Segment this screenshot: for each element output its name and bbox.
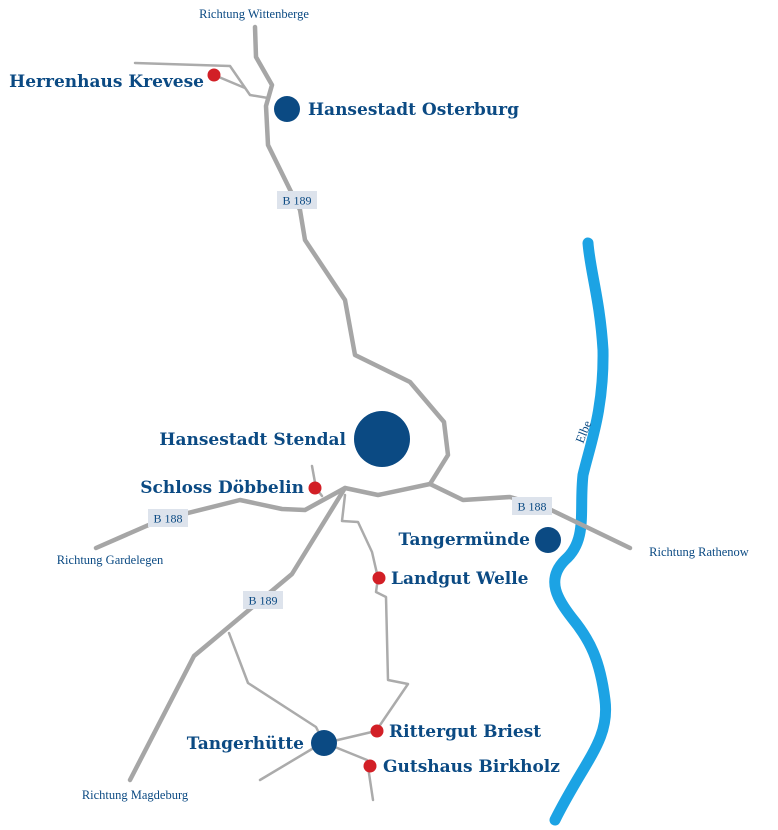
shield-b188-east: B 188 bbox=[512, 497, 552, 515]
direction-rathenow: Richtung Rathenow bbox=[649, 545, 749, 559]
tangermuende-marker[interactable] bbox=[535, 527, 561, 553]
road-b189-south bbox=[127, 481, 433, 783]
krevese-label[interactable]: Herrenhaus Krevese bbox=[9, 72, 204, 92]
road-tangerhuette-se bbox=[323, 741, 375, 802]
birkholz-label[interactable]: Gutshaus Birkholz bbox=[383, 757, 560, 777]
direction-magdeburg: Richtung Magdeburg bbox=[82, 788, 189, 802]
tangerhuette-marker[interactable] bbox=[311, 730, 337, 756]
shield-b189-north: B 189 bbox=[277, 191, 317, 209]
shield-b189-south-label: B 189 bbox=[248, 594, 277, 608]
welle-marker[interactable] bbox=[372, 571, 386, 585]
briest-marker[interactable] bbox=[370, 724, 384, 738]
major-roads bbox=[93, 24, 633, 783]
welle-label[interactable]: Landgut Welle bbox=[391, 569, 529, 589]
doebbelin-label[interactable]: Schloss Döbbelin bbox=[140, 478, 304, 498]
road-tangerhuette-sw bbox=[258, 741, 324, 782]
minor-roads bbox=[133, 61, 410, 802]
briest-label[interactable]: Rittergut Briest bbox=[389, 722, 541, 742]
tangermuende-label[interactable]: Tangermünde bbox=[399, 530, 531, 550]
road-tangerhuette-west bbox=[227, 631, 326, 745]
road-b188-east bbox=[427, 481, 633, 551]
krevese-marker[interactable] bbox=[207, 68, 221, 82]
doebbelin-marker[interactable] bbox=[308, 481, 322, 495]
road-krevese-a bbox=[133, 61, 270, 100]
elbe-river bbox=[549, 237, 612, 826]
shield-b188-west: B 188 bbox=[148, 509, 188, 527]
road-b189-north bbox=[252, 24, 451, 487]
stendal-label[interactable]: Hansestadt Stendal bbox=[159, 430, 346, 450]
osterburg-marker[interactable] bbox=[274, 96, 300, 122]
stendal-marker[interactable] bbox=[354, 411, 410, 467]
shield-b188-east-label: B 188 bbox=[517, 500, 546, 514]
osterburg-label[interactable]: Hansestadt Osterburg bbox=[308, 100, 519, 120]
direction-gardelegen: Richtung Gardelegen bbox=[57, 553, 164, 567]
shield-b189-south: B 189 bbox=[243, 591, 283, 609]
direction-wittenberge: Richtung Wittenberge bbox=[199, 7, 309, 21]
tangerhuette-label[interactable]: Tangerhütte bbox=[187, 734, 304, 754]
road-welle bbox=[340, 493, 410, 733]
shield-b189-north-label: B 189 bbox=[282, 194, 311, 208]
shield-b188-west-label: B 188 bbox=[153, 512, 182, 526]
birkholz-marker[interactable] bbox=[363, 759, 377, 773]
